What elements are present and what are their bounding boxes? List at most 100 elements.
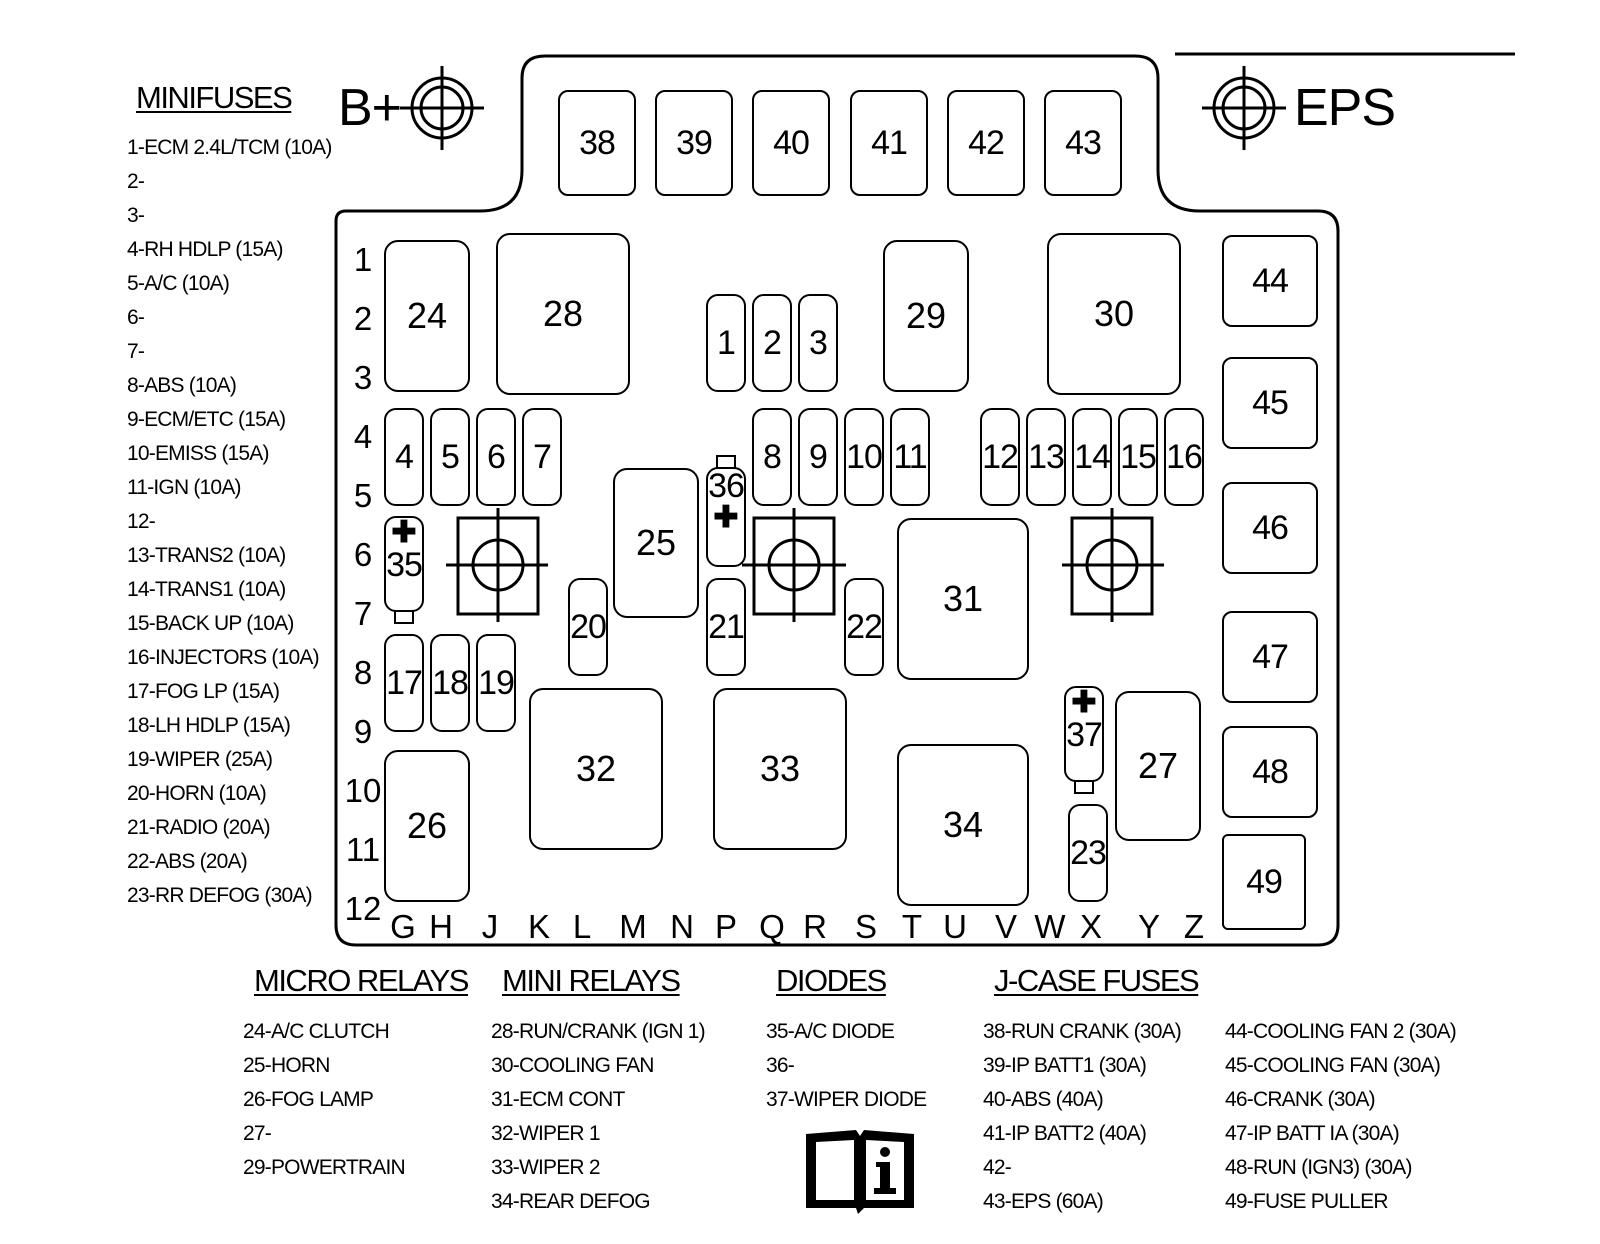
jcase-fuse-legend-item: 40-ABS (40A) <box>983 1088 1104 1111</box>
jcase-fuse-47: 47 <box>1222 611 1318 703</box>
minifuse-slot-11: 11 <box>890 408 930 506</box>
row-label: 5 <box>353 477 373 514</box>
row-label: 7 <box>353 595 373 632</box>
micro-relays-heading: MICRO RELAYS <box>254 963 469 998</box>
diode-slot-label: 37 <box>1066 716 1103 754</box>
minifuse-legend-item: 10-EMISS (15A) <box>127 442 269 465</box>
column-label: P <box>714 908 737 945</box>
minifuse-slot-16: 16 <box>1164 408 1204 506</box>
minifuse-slot-14: 14 <box>1072 408 1112 506</box>
jcase-fuse-legend-item: 43-EPS (60A) <box>983 1190 1104 1213</box>
minifuse-slot-6: 6 <box>476 408 516 506</box>
micro-relay-26: 26 <box>384 750 470 902</box>
column-label: Y <box>1137 908 1160 945</box>
minifuse-slot-4: 4 <box>384 408 424 506</box>
mini-relay-legend-item: 34-REAR DEFOG <box>491 1190 651 1213</box>
column-label: V <box>994 908 1017 945</box>
jcase-fuses-heading: J-CASE FUSES <box>994 963 1200 998</box>
column-label: K <box>527 908 550 945</box>
row-label: 2 <box>353 300 373 337</box>
column-label: J <box>481 908 499 945</box>
minifuse-slot-10: 10 <box>844 408 884 506</box>
jcase-fuse-legend-item: 42- <box>983 1156 1012 1179</box>
minifuse-legend-item: 14-TRANS1 (10A) <box>127 578 286 601</box>
diode-legend-item: 35-A/C DIODE <box>766 1020 895 1043</box>
minifuse-slot-13: 13 <box>1026 408 1066 506</box>
column-label: R <box>803 908 827 945</box>
minifuse-slot-18: 18 <box>430 634 470 732</box>
jcase-fuse-legend-item: 49-FUSE PULLER <box>1225 1190 1389 1213</box>
minifuse-legend-item: 17-FOG LP (15A) <box>127 680 280 703</box>
jcase-fuse-49: 49 <box>1222 834 1306 930</box>
mini-relay-32: 32 <box>529 688 663 850</box>
eps-label: EPS <box>1294 79 1396 137</box>
row-label: 11 <box>345 831 381 868</box>
row-label: 9 <box>353 713 373 750</box>
minifuse-slot-2: 2 <box>752 294 792 392</box>
micro-relay-25: 25 <box>613 468 699 618</box>
minifuse-legend-item: 9-ECM/ETC (15A) <box>127 408 286 431</box>
minifuse-legend-item: 13-TRANS2 (10A) <box>127 544 286 567</box>
jcase-fuse-legend-item: 41-IP BATT2 (40A) <box>983 1122 1147 1145</box>
micro-relay-29: 29 <box>883 240 969 392</box>
column-label: N <box>670 908 694 945</box>
mini-relay-legend-item: 30-COOLING FAN <box>491 1054 654 1077</box>
minifuse-legend-item: 7- <box>127 340 145 363</box>
row-label: 12 <box>344 890 382 927</box>
jcase-fuse-39: 39 <box>655 90 733 196</box>
jcase-fuse-legend-item: 44-COOLING FAN 2 (30A) <box>1225 1020 1457 1043</box>
minifuse-legend-item: 22-ABS (20A) <box>127 850 248 873</box>
micro-relay-legend-item: 26-FOG LAMP <box>243 1088 374 1111</box>
diode-slot-37: ✚ 37 <box>1062 686 1106 794</box>
row-label: 3 <box>353 359 373 396</box>
minifuse-slot-20: 20 <box>568 578 608 676</box>
column-label: X <box>1079 908 1102 945</box>
jcase-fuse-38: 38 <box>558 90 636 196</box>
minifuse-legend-item: 11-IGN (10A) <box>127 476 242 499</box>
jcase-fuse-legend-item: 38-RUN CRANK (30A) <box>983 1020 1182 1043</box>
column-label: G <box>390 908 416 945</box>
jcase-fuse-legend-item: 48-RUN (IGN3) (30A) <box>1225 1156 1412 1179</box>
row-label: 1 <box>353 241 373 278</box>
minifuses-heading: MINIFUSES <box>136 80 293 115</box>
minifuse-slot-19: 19 <box>476 634 516 732</box>
minifuse-legend-item: 2- <box>127 170 145 193</box>
column-label: L <box>572 908 592 945</box>
diodes-heading: DIODES <box>776 963 887 998</box>
minifuse-slot-7: 7 <box>522 408 562 506</box>
jcase-fuse-46: 46 <box>1222 482 1318 574</box>
mini-relay-legend-item: 31-ECM CONT <box>491 1088 625 1111</box>
column-label: U <box>943 908 967 945</box>
minifuse-slot-1: 1 <box>706 294 746 392</box>
jcase-fuse-43: 43 <box>1044 90 1122 196</box>
minifuse-legend-item: 12- <box>127 510 156 533</box>
minifuse-legend-item: 4-RH HDLP (15A) <box>127 238 283 261</box>
mini-relay-30: 30 <box>1047 233 1181 395</box>
column-label: W <box>1034 908 1066 945</box>
minifuse-slot-8: 8 <box>752 408 792 506</box>
mounting-stud-icon <box>1062 508 1164 622</box>
minifuse-slot-3: 3 <box>798 294 838 392</box>
minifuse-legend-item: 1-ECM 2.4L/TCM (10A) <box>127 136 332 159</box>
minifuse-slot-9: 9 <box>798 408 838 506</box>
bplus-label: B+ <box>338 79 402 137</box>
mini-relay-legend-item: 32-WIPER 1 <box>491 1122 601 1145</box>
minifuse-legend-item: 20-HORN (10A) <box>127 782 267 805</box>
mini-relay-legend-item: 28-RUN/CRANK (IGN 1) <box>491 1020 706 1043</box>
micro-relay-legend-item: 27- <box>243 1122 272 1145</box>
diode-symbol-icon: ✚ <box>1071 686 1097 719</box>
minifuse-slot-21: 21 <box>706 578 746 676</box>
micro-relay-27: 27 <box>1115 691 1201 841</box>
minifuse-legend-item: 23-RR DEFOG (30A) <box>127 884 313 907</box>
jcase-fuse-legend-item: 46-CRANK (30A) <box>1225 1088 1376 1111</box>
mini-relay-33: 33 <box>713 688 847 850</box>
minifuse-slot-23: 23 <box>1068 804 1108 902</box>
micro-relay-legend-item: 29-POWERTRAIN <box>243 1156 406 1179</box>
mini-relay-28: 28 <box>496 233 630 395</box>
row-label: 4 <box>353 418 373 455</box>
row-label: 6 <box>353 536 373 573</box>
mini-relay-34: 34 <box>897 744 1029 906</box>
minifuse-legend-item: 21-RADIO (20A) <box>127 816 271 839</box>
minifuse-legend-item: 8-ABS (10A) <box>127 374 237 397</box>
